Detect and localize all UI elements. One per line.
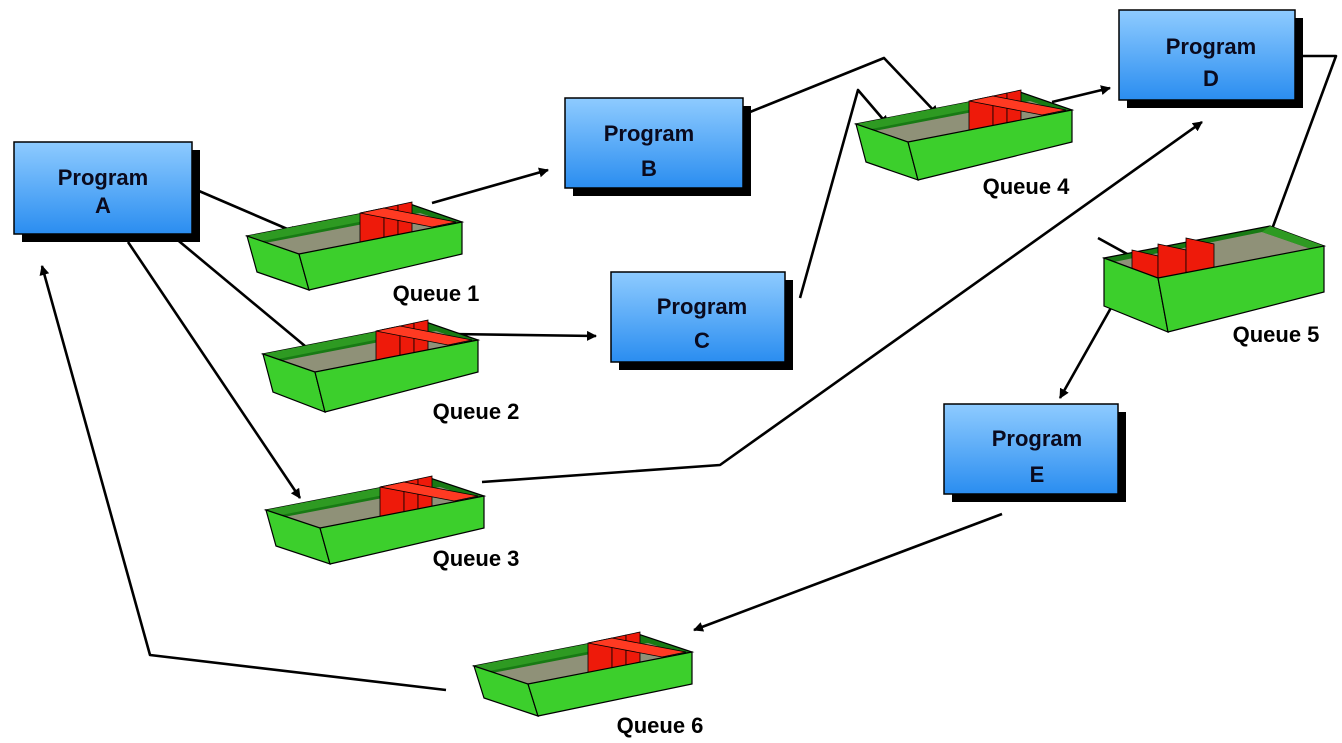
program-b-label-line1: Program <box>604 121 694 146</box>
program-b: Program B <box>564 97 751 196</box>
queue-4: Queue 4 <box>853 89 1075 199</box>
program-a-label-line1: Program <box>58 165 148 190</box>
program-e: Program E <box>943 403 1126 502</box>
program-d-label-line1: Program <box>1166 34 1256 59</box>
queue-1: Queue 1 <box>244 201 480 306</box>
queue-5-label: Queue 5 <box>1233 322 1320 347</box>
arrow-a-to-queue-2 <box>167 231 318 357</box>
arrow-a-to-queue-1 <box>191 186 300 236</box>
arrow-c-to-queue-4 <box>798 88 889 299</box>
queue-3-label: Queue 3 <box>433 546 520 571</box>
arrow-queue-4-to-d <box>1051 85 1111 104</box>
program-e-label-line2: E <box>1030 462 1045 487</box>
queue-3: Queue 3 <box>263 475 520 571</box>
queue-6: Queue 6 <box>471 631 704 738</box>
program-e-label-line1: Program <box>992 426 1082 451</box>
arrow-queue-6-to-a <box>39 265 447 692</box>
queue-2: Queue 2 <box>260 319 520 424</box>
queue-2-label: Queue 2 <box>433 399 520 424</box>
program-d: Program D <box>1118 9 1303 108</box>
queue-6-label: Queue 6 <box>617 713 704 738</box>
queue-4-label: Queue 4 <box>983 174 1071 199</box>
program-c-label-line1: Program <box>657 294 747 319</box>
program-b-label-line2: B <box>641 156 657 181</box>
queue-5: Queue 5 <box>1101 225 1327 347</box>
program-c: Program C <box>610 271 793 370</box>
connector-lines <box>39 54 1338 692</box>
program-a: Program A <box>13 141 200 242</box>
arrow-queue-2-to-c <box>451 330 597 341</box>
arrow-queue-3-to-d <box>481 120 1203 484</box>
arrow-queue-1-to-b <box>431 167 549 205</box>
arrow-a-to-queue-3 <box>126 241 302 499</box>
arrow-b-to-queue-4 <box>749 56 939 116</box>
queue-1-label: Queue 1 <box>393 281 480 306</box>
program-c-label-line2: C <box>694 328 710 353</box>
arrow-e-to-queue-6 <box>693 512 1003 632</box>
program-a-label-line2: A <box>95 193 111 218</box>
arrow-d-to-queue-5 <box>1266 54 1338 241</box>
program-d-label-line2: D <box>1203 66 1219 91</box>
